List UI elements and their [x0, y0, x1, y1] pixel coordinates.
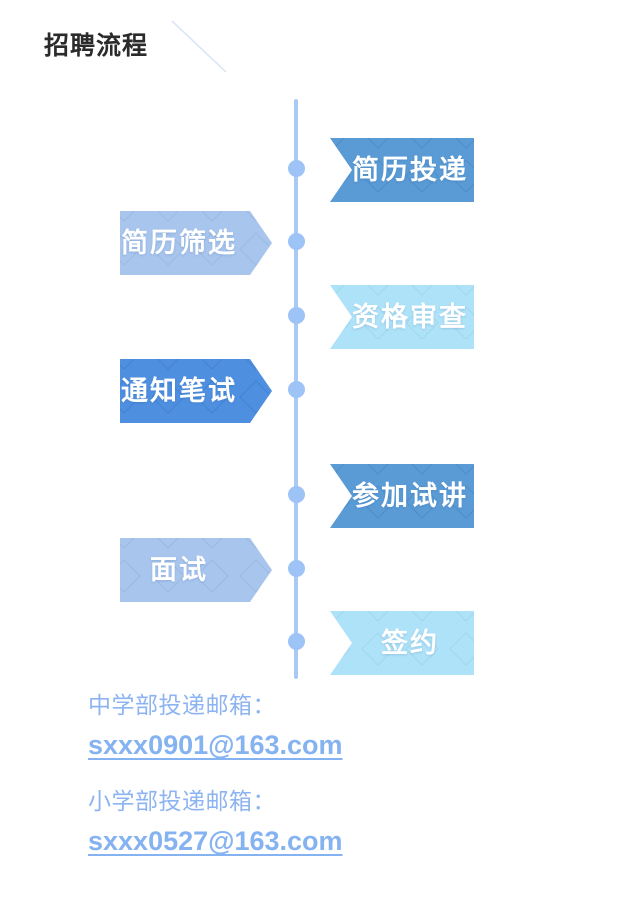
flow-step-7[interactable]: 签约: [330, 611, 474, 675]
contact-email-link-2[interactable]: sxxx0527@163.com: [88, 826, 343, 856]
timeline-dot-4: [287, 381, 305, 398]
flow-step-label-1: 简历投递: [352, 155, 468, 185]
flow-step-label-4: 通知笔试: [121, 376, 237, 406]
flow-step-label-3: 资格审查: [352, 302, 468, 332]
flow-step-6[interactable]: 面试: [120, 538, 272, 602]
contact-block-2: 小学部投递邮箱： sxxx0527@163.com: [0, 784, 621, 858]
page-header: 招聘流程: [0, 0, 621, 95]
flow-step-3[interactable]: 资格审查: [330, 285, 474, 349]
flow-step-shape-5: [330, 464, 474, 528]
flow-step-1[interactable]: 简历投递: [330, 138, 474, 202]
flow-step-5[interactable]: 参加试讲: [330, 464, 474, 528]
contact-label-2: 小学部投递邮箱：: [88, 788, 276, 814]
flow-step-label-5: 参加试讲: [352, 481, 468, 511]
flow-step-shape-2: [120, 211, 272, 275]
timeline-dot-6: [287, 560, 305, 577]
flow-step-shape-1: [330, 138, 474, 202]
flow-step-label-6: 面试: [150, 555, 208, 585]
timeline-dot-2: [287, 233, 305, 250]
flow-step-4[interactable]: 通知笔试: [120, 359, 272, 423]
timeline-dot-7: [287, 633, 305, 650]
flow-step-shape-3: [330, 285, 474, 349]
flow-step-label-7: 签约: [381, 628, 439, 658]
header-rule-decoration: [30, 20, 580, 73]
contact-section: 中学部投递邮箱： sxxx0901@163.com 小学部投递邮箱： sxxx0527…: [0, 688, 621, 880]
contact-label-1: 中学部投递邮箱：: [88, 692, 276, 718]
timeline-dot-3: [287, 307, 305, 324]
timeline-dot-5: [287, 486, 305, 503]
flow-step-shape-4: [120, 359, 272, 423]
timeline-dot-1: [287, 160, 305, 177]
flow-step-2[interactable]: 简历筛选: [120, 211, 272, 275]
page-title: 招聘流程: [44, 32, 149, 60]
contact-email-link-1[interactable]: sxxx0901@163.com: [88, 730, 343, 760]
flow-step-label-2: 简历筛选: [121, 228, 237, 258]
flow-step-shape-6: [120, 538, 272, 602]
contact-block-1: 中学部投递邮箱： sxxx0901@163.com: [0, 688, 621, 762]
flow-step-shape-7: [330, 611, 474, 675]
